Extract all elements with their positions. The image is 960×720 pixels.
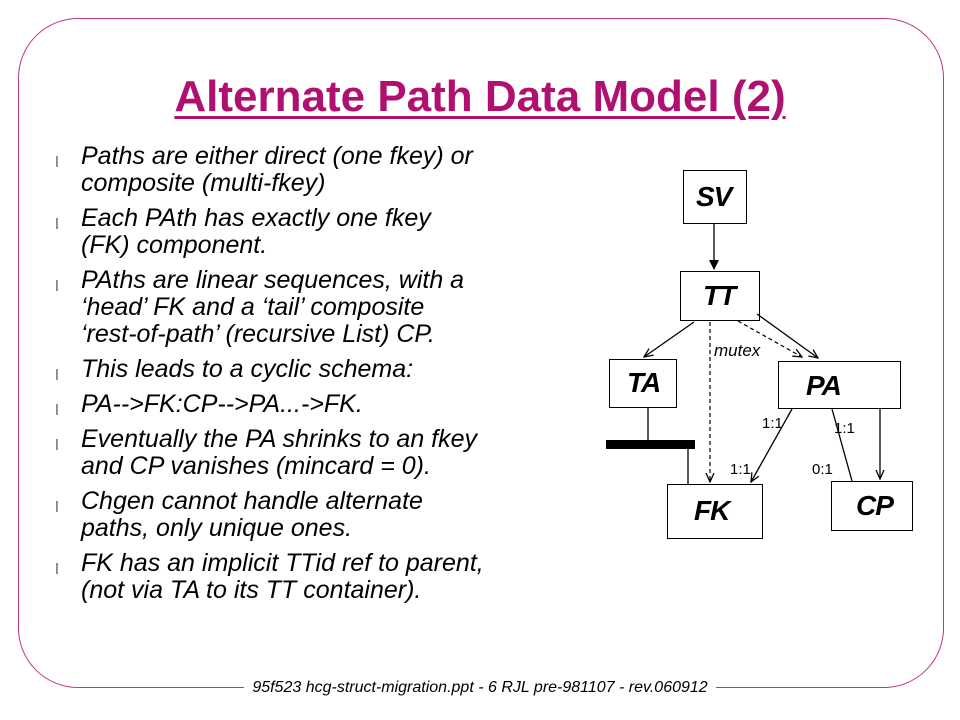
footer-text: 95f523 hcg-struct-migration.ppt - 6 RJL … xyxy=(244,679,716,697)
bullet-marker: l xyxy=(55,368,59,384)
bullet-item: l PA-->FK:CP-->PA...->FK. xyxy=(55,390,615,420)
bullet-text: Paths are either direct (one fkey) or co… xyxy=(81,142,473,197)
bullet-marker: l xyxy=(55,403,59,419)
slide-footer: 95f523 hcg-struct-migration.ppt - 6 RJL … xyxy=(0,679,960,697)
node-cp-label: CP xyxy=(856,490,894,521)
node-fk-label: FK xyxy=(694,495,730,526)
node-cp: CP xyxy=(831,481,913,531)
bullet-item: l Eventually the PA shrinks to an fkey an… xyxy=(55,426,615,480)
bullet-text: Chgen cannot handle alternate paths, onl… xyxy=(81,487,423,542)
bullet-text: PA-->FK:CP-->PA...->FK. xyxy=(81,390,363,418)
cardinality-pa-cp-top: 1:1 xyxy=(834,420,855,437)
mutex-label: mutex xyxy=(714,341,761,360)
bullet-marker: l xyxy=(55,562,59,578)
edge-pa-cp xyxy=(831,408,853,482)
bullet-item: l Each PAth has exactly one fkey (FK) com… xyxy=(55,205,615,259)
bullet-item: l PAths are linear sequences, with a ‘hea… xyxy=(55,267,615,348)
edge-pa-fk xyxy=(751,408,793,482)
node-tt-label: TT xyxy=(703,280,736,311)
slide-title: Alternate Path Data Model (2) xyxy=(174,72,786,121)
bullet-text: This leads to a cyclic schema: xyxy=(81,355,414,383)
node-sv: SV xyxy=(683,170,747,224)
node-ta-label: TA xyxy=(627,367,661,398)
node-tt: TT xyxy=(680,271,760,321)
bullet-text: Each PAth has exactly one fkey (FK) comp… xyxy=(81,204,431,259)
bullet-marker: l xyxy=(55,279,59,295)
bullet-marker: l xyxy=(55,438,59,454)
bullet-text: Eventually the PA shrinks to an fkey and… xyxy=(81,425,478,480)
bullet-item: l Chgen cannot handle alternate paths, on… xyxy=(55,488,615,542)
composition-bar xyxy=(606,440,695,449)
cardinality-pa-fk-top: 1:1 xyxy=(762,415,783,432)
bullet-list: l Paths are either direct (one fkey) or c… xyxy=(55,143,615,612)
edge-tt-ta xyxy=(644,321,695,357)
node-ta: TA xyxy=(609,359,677,408)
bullet-item: l FK has an implicit TTid ref to parent, … xyxy=(55,550,615,604)
edge-mutex xyxy=(737,320,802,357)
node-pa-label: PA xyxy=(806,370,842,401)
node-fk: FK xyxy=(667,484,763,539)
bullet-marker: l xyxy=(55,217,59,233)
bullet-item: l Paths are either direct (one fkey) or c… xyxy=(55,143,615,197)
cardinality-pa-fk-bottom: 1:1 xyxy=(730,461,751,478)
edge-tt-pa xyxy=(756,313,818,358)
node-sv-label: SV xyxy=(696,181,732,212)
bullet-text: PAths are linear sequences, with a ‘head… xyxy=(81,266,465,348)
cardinality-pa-cp-bottom: 0:1 xyxy=(812,461,833,478)
node-pa: PA xyxy=(778,361,901,409)
bullet-text: FK has an implicit TTid ref to parent, (… xyxy=(81,549,484,604)
bullet-marker: l xyxy=(55,155,59,171)
bullet-marker: l xyxy=(55,500,59,516)
bullet-item: l This leads to a cyclic schema: xyxy=(55,355,615,385)
